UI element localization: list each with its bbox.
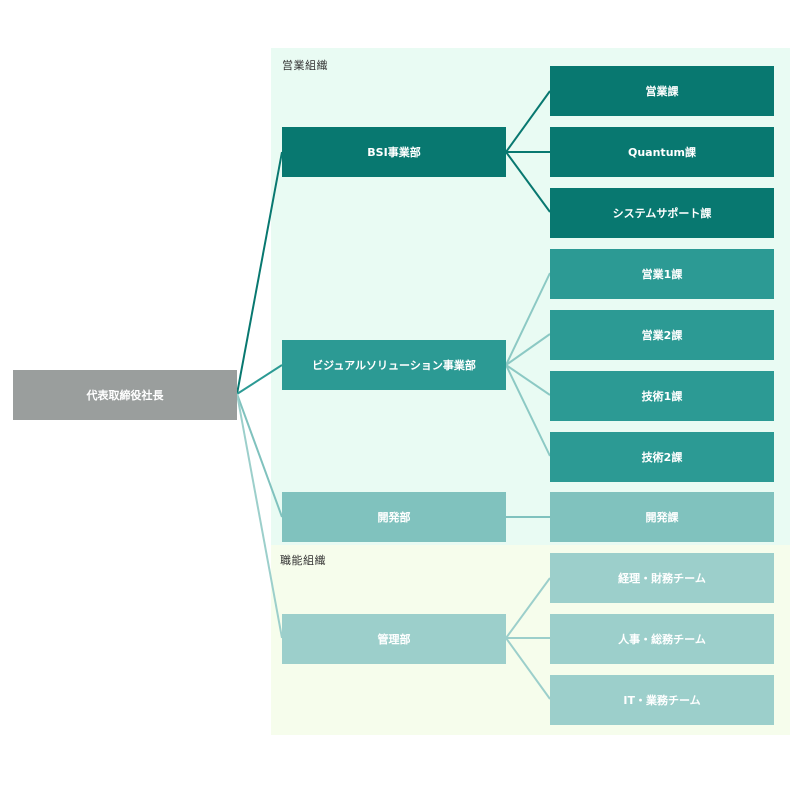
node-dev-division[interactable]: 開発部: [282, 492, 506, 542]
node-visual-sales1[interactable]: 営業1課: [550, 249, 774, 299]
link-ceo-bsi: [236, 151, 283, 395]
node-bsi-division[interactable]: BSI事業部: [282, 127, 506, 177]
sales-organization-label: 営業組織: [282, 59, 328, 72]
node-admin-it-team[interactable]: IT・業務チーム: [550, 675, 774, 725]
functional-organization-label: 職能組織: [280, 554, 326, 567]
link-visual-sales1: [505, 272, 551, 366]
node-visual-tech2[interactable]: 技術2課: [550, 432, 774, 482]
link-admin-accounting: [505, 577, 551, 639]
node-admin-accounting-team[interactable]: 経理・財務チーム: [550, 553, 774, 603]
node-admin-division[interactable]: 管理部: [282, 614, 506, 664]
link-admin-it: [505, 637, 551, 700]
node-visual-sales2[interactable]: 営業2課: [550, 310, 774, 360]
node-visual-division[interactable]: ビジュアルソリューション事業部: [282, 340, 506, 390]
link-visual-tech2: [505, 364, 551, 457]
node-bsi-quantum-section[interactable]: Quantum課: [550, 127, 774, 177]
node-admin-hr-team[interactable]: 人事・総務チーム: [550, 614, 774, 664]
link-bsi-sales: [505, 90, 551, 153]
node-bsi-support-section[interactable]: システムサポート課: [550, 188, 774, 238]
node-bsi-sales-section[interactable]: 営業課: [550, 66, 774, 116]
link-visual-sales2: [505, 333, 551, 366]
link-bsi-support: [505, 151, 551, 213]
link-ceo-admin: [236, 393, 283, 639]
link-ceo-visual: [236, 364, 283, 395]
node-visual-tech1[interactable]: 技術1課: [550, 371, 774, 421]
link-ceo-dev: [236, 393, 283, 518]
node-ceo[interactable]: 代表取締役社長: [13, 370, 237, 420]
link-visual-tech1: [505, 364, 551, 396]
node-dev-section[interactable]: 開発課: [550, 492, 774, 542]
